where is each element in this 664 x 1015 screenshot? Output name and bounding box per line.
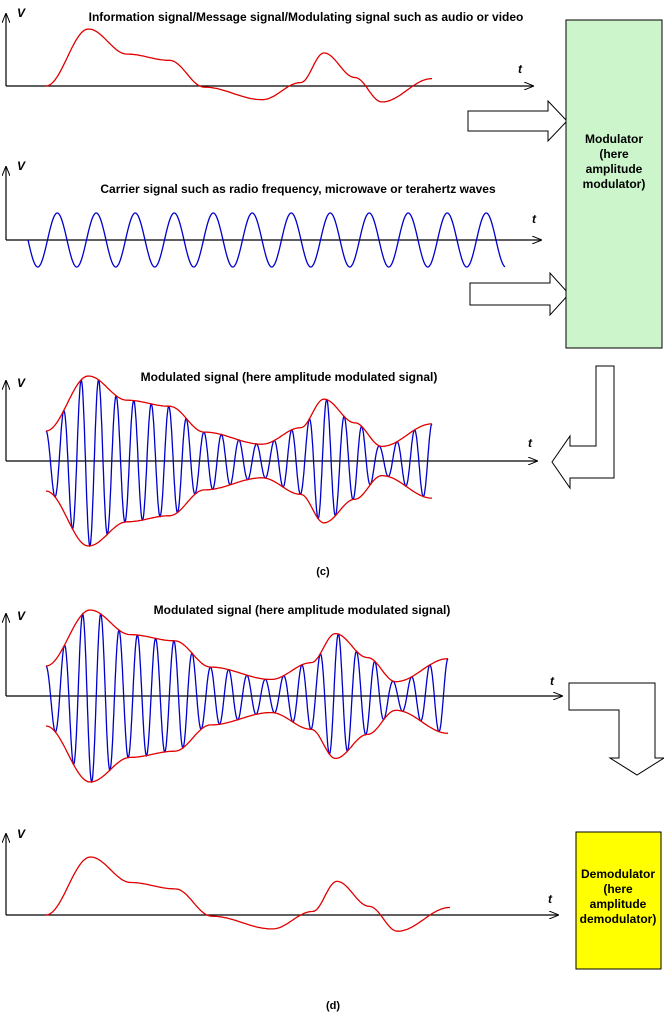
modulator-block: Modulator (here amplitude modulator) — [467, 19, 663, 490]
info-input-arrow — [467, 99, 568, 143]
modulated-carrier-d — [45, 612, 449, 784]
demodulator-line-3: amplitude — [590, 897, 647, 911]
message-waveform — [45, 28, 433, 103]
lower-envelope-c — [45, 474, 432, 547]
demod-v-label: V — [17, 827, 26, 841]
modulated-carrier-c — [45, 378, 433, 548]
modulated-signal-panel-d: V t Modulated signal (here amplitude mod… — [6, 603, 562, 784]
carrier-signal-panel: V t Carrier signal such as radio frequen… — [6, 159, 541, 268]
demodulator-input-arrow — [568, 682, 664, 776]
info-t-label: t — [518, 62, 523, 76]
info-v-label: V — [17, 6, 26, 20]
demodulator-line-4: demodulator) — [580, 912, 657, 926]
upper-envelope-d — [45, 609, 449, 683]
mod-c-title: Modulated signal (here amplitude modulat… — [141, 370, 438, 384]
carrier-v-label: V — [17, 159, 26, 173]
modulator-output-arrow — [551, 365, 615, 490]
label-d: (d) — [326, 1000, 340, 1012]
upper-envelope-c — [45, 375, 432, 448]
demodulator-line-2: (here — [603, 882, 633, 896]
demodulator-line-1: Demodulator — [581, 867, 655, 881]
label-c: (c) — [316, 566, 330, 578]
info-title: Information signal/Message signal/Modula… — [89, 10, 524, 24]
carrier-input-arrow — [469, 271, 570, 317]
demodulator-box — [575, 831, 662, 970]
modulator-line-2: (here — [599, 147, 629, 161]
demodulator-block: Demodulator (here amplitude demodulator) — [575, 831, 662, 970]
lower-envelope-d — [45, 709, 449, 783]
carrier-t-label: t — [532, 212, 537, 226]
information-signal-panel: V t Information signal/Message signal/Mo… — [6, 6, 533, 103]
modulator-line-1: Modulator — [585, 132, 643, 146]
carrier-title: Carrier signal such as radio frequency, … — [100, 182, 496, 196]
mod-c-v-label: V — [17, 376, 26, 390]
carrier-waveform — [27, 212, 506, 268]
recovered-message-waveform — [45, 856, 450, 932]
modulator-box — [565, 19, 663, 349]
mod-d-t-label: t — [550, 674, 555, 688]
modulator-line-4: modulator) — [583, 177, 646, 191]
modulator-line-3: amplitude — [586, 162, 643, 176]
mod-d-title: Modulated signal (here amplitude modulat… — [154, 603, 451, 617]
mod-c-t-label: t — [528, 436, 533, 450]
mod-d-v-label: V — [17, 609, 26, 623]
modulated-signal-panel-c: V t Modulated signal (here amplitude mod… — [6, 370, 537, 548]
demod-t-label: t — [548, 892, 553, 906]
demodulated-signal-panel: V t — [6, 827, 558, 932]
